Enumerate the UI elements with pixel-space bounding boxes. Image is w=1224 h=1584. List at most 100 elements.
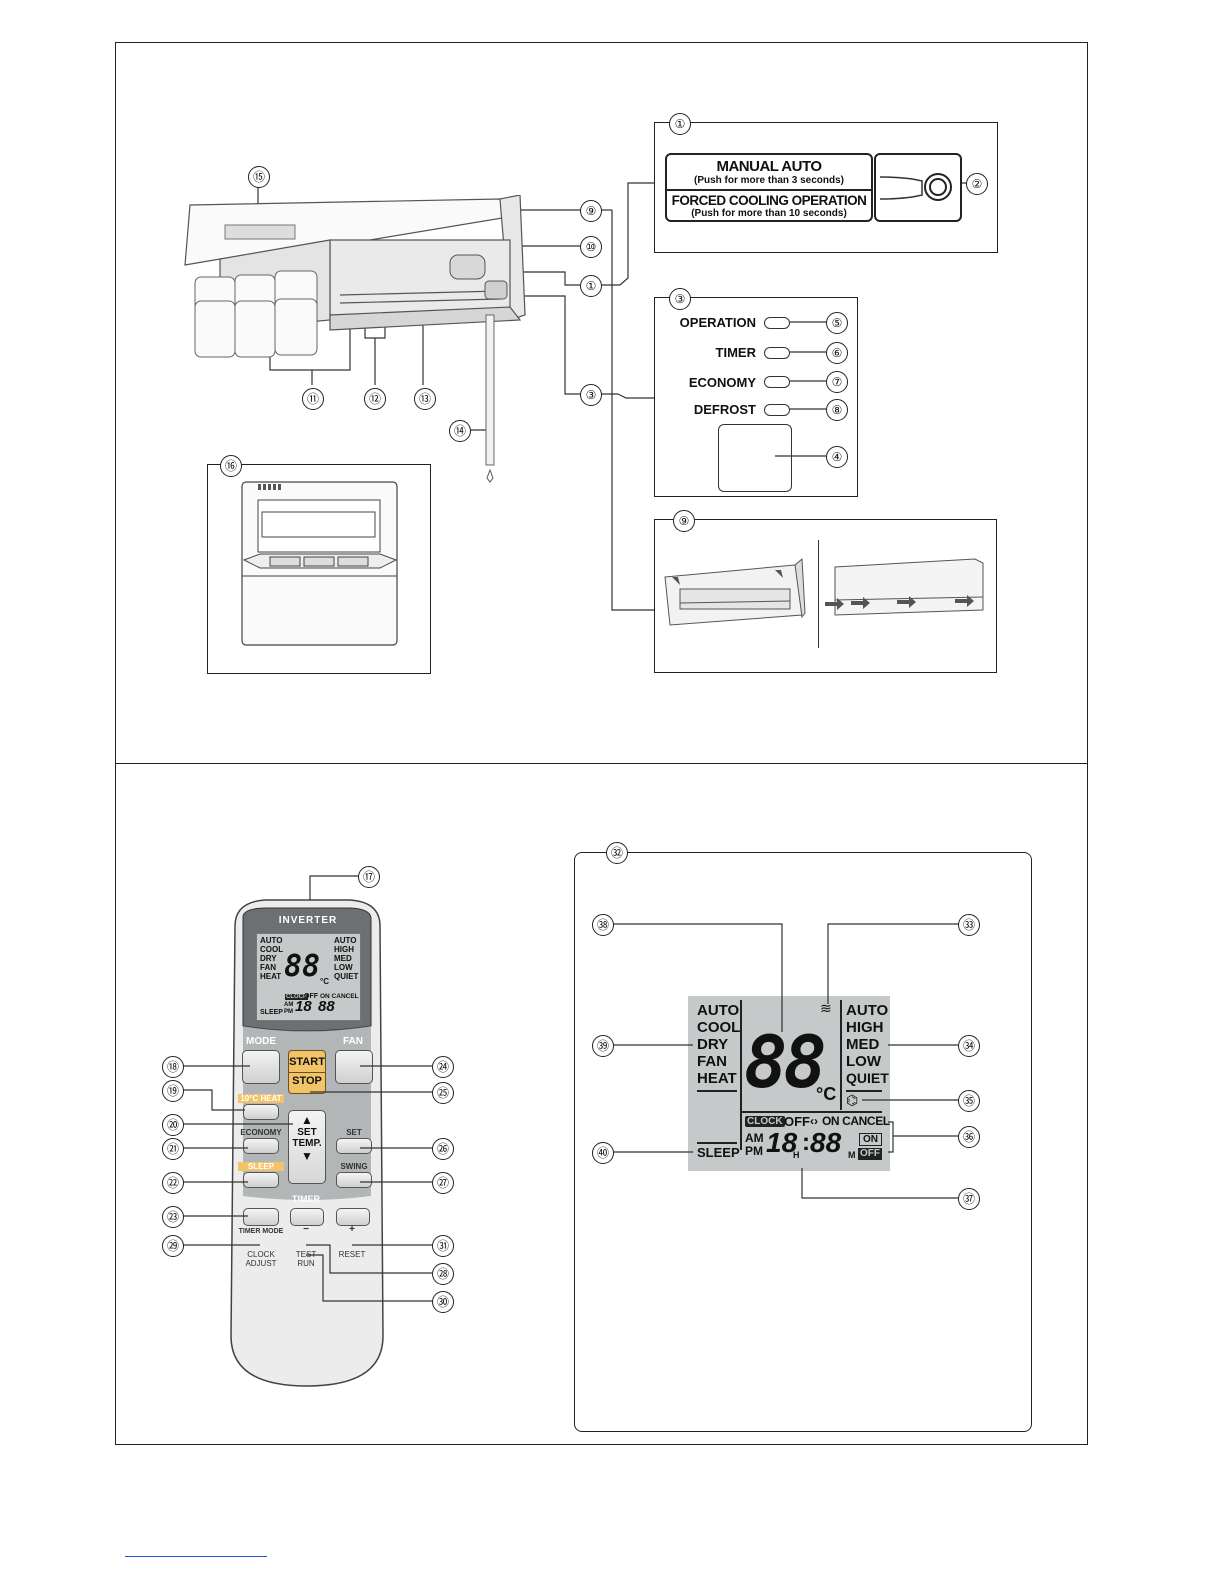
remote-lcd-off: OFF (304, 993, 318, 1000)
mode-button[interactable] (242, 1050, 280, 1084)
remote-lcd-fan-quiet: QUIET (334, 972, 359, 981)
lcd-fan-quiet: QUIET (846, 1070, 889, 1086)
lcd-off-label: OFF (784, 1114, 810, 1129)
callout-24: ㉔ (432, 1056, 454, 1078)
remote-lcd-clock: CLOCK (285, 994, 309, 1000)
fan-label: FAN (343, 1036, 363, 1047)
remote-lcd-mode-heat: HEAT (260, 972, 282, 981)
economy-button[interactable] (243, 1138, 279, 1154)
set-button[interactable] (336, 1138, 372, 1154)
lcd-fan-underline (846, 1090, 882, 1092)
remote-lcd-mode-auto: AUTO (260, 936, 283, 945)
heat10-button[interactable] (243, 1104, 279, 1120)
callout-11: ⑪ (302, 388, 324, 410)
timer-mode-label: TIMER MODE (238, 1228, 284, 1235)
callout-22: ㉒ (162, 1172, 184, 1194)
clock-adjust-label-1: CLOCK (247, 1250, 275, 1259)
wired-remote-drawing (241, 481, 398, 646)
lcd-mode-auto: AUTO (697, 1002, 740, 1019)
timer-led (764, 347, 790, 359)
temp-down-icon[interactable]: ▼ (301, 1149, 313, 1163)
remote-lcd-on-cancel: ON CANCEL (320, 993, 359, 1000)
callout-1-panel: ① (669, 113, 691, 135)
fan-button[interactable] (335, 1050, 373, 1084)
lcd-hour-digits: 18 (766, 1127, 798, 1158)
callout-14: ⑭ (449, 420, 471, 442)
timer-group-label: TIMER (292, 1194, 320, 1204)
lcd-mode-heat: HEAT (697, 1070, 737, 1087)
callout-37: ㊲ (958, 1188, 980, 1210)
set-temp-rocker[interactable]: ▲ SET TEMP. ▼ (288, 1110, 326, 1184)
lcd-m-label: M (848, 1150, 856, 1160)
front-panel-closed-drawing (825, 558, 984, 616)
callout-8: ⑧ (826, 399, 848, 421)
remote-lcd-mode-dry: DRY (260, 954, 277, 963)
callout-32: ㉜ (606, 842, 628, 864)
timer-plus-label: + (349, 1224, 355, 1235)
heat10-label: 10°C HEAT (238, 1094, 284, 1103)
test-run-label-1: TEST (295, 1250, 317, 1259)
callout-27: ㉗ (432, 1172, 454, 1194)
economy-btn-label: ECONOMY (240, 1128, 282, 1137)
remote-brand: INVERTER (278, 915, 338, 926)
timer-plus-button[interactable] (336, 1208, 370, 1226)
louver-panel (654, 519, 997, 673)
swing-button[interactable] (336, 1172, 372, 1188)
louver-panel-divider (818, 540, 819, 648)
test-run-label-2: RUN (297, 1259, 315, 1268)
timer-minus-label: − (303, 1224, 309, 1235)
callout-23: ㉓ (162, 1206, 184, 1228)
remote-lcd-temp: 88 (284, 949, 321, 984)
set-label: SET (346, 1128, 362, 1137)
lcd-temperature: 88 (744, 1020, 827, 1104)
callout-5: ⑤ (826, 312, 848, 334)
callout-33: ㉝ (958, 914, 980, 936)
start-stop-button[interactable]: START STOP (288, 1050, 326, 1094)
lcd-temp-unit: °C (816, 1084, 837, 1104)
lcd-mode-fan: FAN (697, 1053, 727, 1070)
indicator-timer-label: TIMER (715, 345, 756, 360)
lcd-arrows: ‹› (810, 1114, 818, 1128)
remote-receiver-window (718, 424, 792, 492)
lcd-fan-high: HIGH (846, 1019, 884, 1036)
callout-20: ⑳ (162, 1114, 184, 1136)
callout-34: ㉞ (958, 1035, 980, 1057)
footer-link-line (125, 1556, 267, 1557)
timer-mode-button[interactable] (243, 1208, 279, 1226)
lcd-sleep-label: SLEEP (697, 1145, 740, 1160)
callout-29: ㉙ (162, 1235, 184, 1257)
manual-auto-sub: (Push for more than 3 seconds) (693, 175, 845, 186)
forced-cooling-title: FORCED COOLING OPERATION (671, 193, 867, 208)
set-temp-label-1: SET (297, 1127, 317, 1138)
lcd-on-cancel-label: ON CANCEL (822, 1114, 890, 1128)
lcd-timer-divider (742, 1111, 882, 1113)
manual-auto-button-icon (879, 173, 952, 201)
manual-auto-title: MANUAL AUTO (716, 158, 822, 175)
lcd-fan-med: MED (846, 1036, 880, 1053)
remote-lcd-fan-high: HIGH (334, 945, 354, 954)
timer-minus-button[interactable] (290, 1208, 324, 1226)
callout-18: ⑱ (162, 1056, 184, 1078)
callout-2: ② (966, 173, 988, 195)
lcd-fan-auto: AUTO (846, 1002, 889, 1019)
remote-lcd-hour: 18 (295, 998, 312, 1015)
front-panel-open-drawing (664, 557, 806, 626)
lcd-fan-low: LOW (846, 1053, 881, 1070)
lcd-sleep-overline (697, 1142, 737, 1144)
callout-1: ① (580, 275, 602, 297)
callout-17: ⑰ (358, 866, 380, 888)
signal-icon: ≋ (820, 1000, 832, 1016)
reset-label: RESET (338, 1250, 366, 1259)
lcd-mode-underline (697, 1090, 737, 1092)
lcd-am-label: AM (745, 1131, 764, 1145)
sleep-button[interactable] (243, 1172, 279, 1188)
remote-lcd-sleep: SLEEP (260, 1009, 283, 1016)
callout-13: ⑬ (414, 388, 436, 410)
callout-16: ⑯ (220, 455, 242, 477)
remote-lcd-small (256, 933, 361, 1021)
callout-7: ⑦ (826, 371, 848, 393)
temp-up-icon[interactable]: ▲ (301, 1113, 313, 1127)
callout-31: ㉛ (432, 1235, 454, 1257)
clock-adjust-label-2: ADJUST (245, 1259, 277, 1268)
callout-40: ㊵ (592, 1142, 614, 1164)
